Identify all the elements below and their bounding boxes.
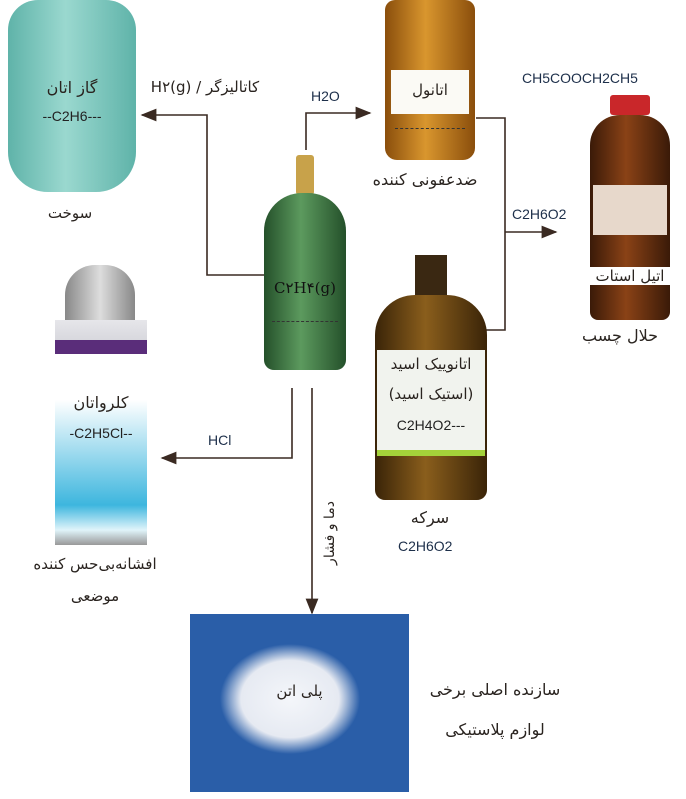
ethyl-acetate-use: حلال چسب <box>581 326 659 345</box>
ethyl-acetate-label: اتیل استات <box>580 267 680 285</box>
ethylene-cylinder: C۲H۴(g) <box>264 155 346 370</box>
esterification-reagent: C2H6O2 <box>512 206 567 222</box>
ethane-formula: --C2H6--- <box>42 108 102 124</box>
acetic-acid-name: اتانوییک اسید <box>390 355 472 373</box>
arrow-to-ethane <box>140 108 265 276</box>
ethylene-dash <box>272 321 338 322</box>
ethanol-use: ضدعفونی کننده <box>372 170 478 189</box>
polymerization-condition: دما و فشار <box>322 501 338 565</box>
ethane-name: گاز اتان <box>46 78 98 97</box>
acetic-acid-alt-name: (استیک اسید) <box>388 385 474 403</box>
polyethylene-use-line1: سازنده اصلی برخی <box>429 680 561 699</box>
ethanol-label: اتانول <box>391 70 469 114</box>
hydrogenation-reagent: H۲(g) / کاتالیزگر <box>150 78 260 96</box>
ethyl-acetate-formula: CH5COOCH2CH5 <box>522 70 638 86</box>
chloroethane-formula: -C2H5Cl-- <box>69 425 133 441</box>
ethylene-formula: C۲H۴(g) <box>274 279 336 297</box>
acetic-acid-bottle: اتانوییک اسید (استیک اسید) C2H4O2--- <box>375 255 487 500</box>
polyethylene-image: پلی اتن <box>190 614 409 792</box>
hydration-reagent: H2O <box>311 88 340 104</box>
chloroethane-use-line1: افشانه‌بی‌حس کننده <box>33 555 157 573</box>
chloroethane-use-line2: موضعی <box>70 587 120 605</box>
polyethylene-name: پلی اتن <box>276 682 323 700</box>
ethyl-acetate-bottle: اتیل استات <box>580 95 680 320</box>
line-from-ethanol <box>476 117 506 331</box>
acetic-acid-use-formula: C2H6O2 <box>398 538 453 554</box>
ethane-use: سوخت <box>47 204 93 222</box>
acetic-acid-formula: C2H4O2--- <box>396 417 466 433</box>
acetic-acid-use: سرکه <box>410 508 450 527</box>
chloroethane-spray: کلرواتان -C2H5Cl-- <box>45 265 157 545</box>
arrow-to-ethanol <box>305 106 372 150</box>
chloroethane-name: کلرواتان <box>73 393 129 412</box>
ethanol-bottle: اتانول <box>385 0 475 160</box>
arrow-to-chloroethane <box>160 388 293 465</box>
ethanol-dash <box>395 128 465 129</box>
polyethylene-use-line2: لوازم پلاستیکی <box>445 720 545 739</box>
hcl-reagent: HCl <box>208 432 232 448</box>
ethane-tank: گاز اتان --C2H6--- <box>8 0 136 192</box>
